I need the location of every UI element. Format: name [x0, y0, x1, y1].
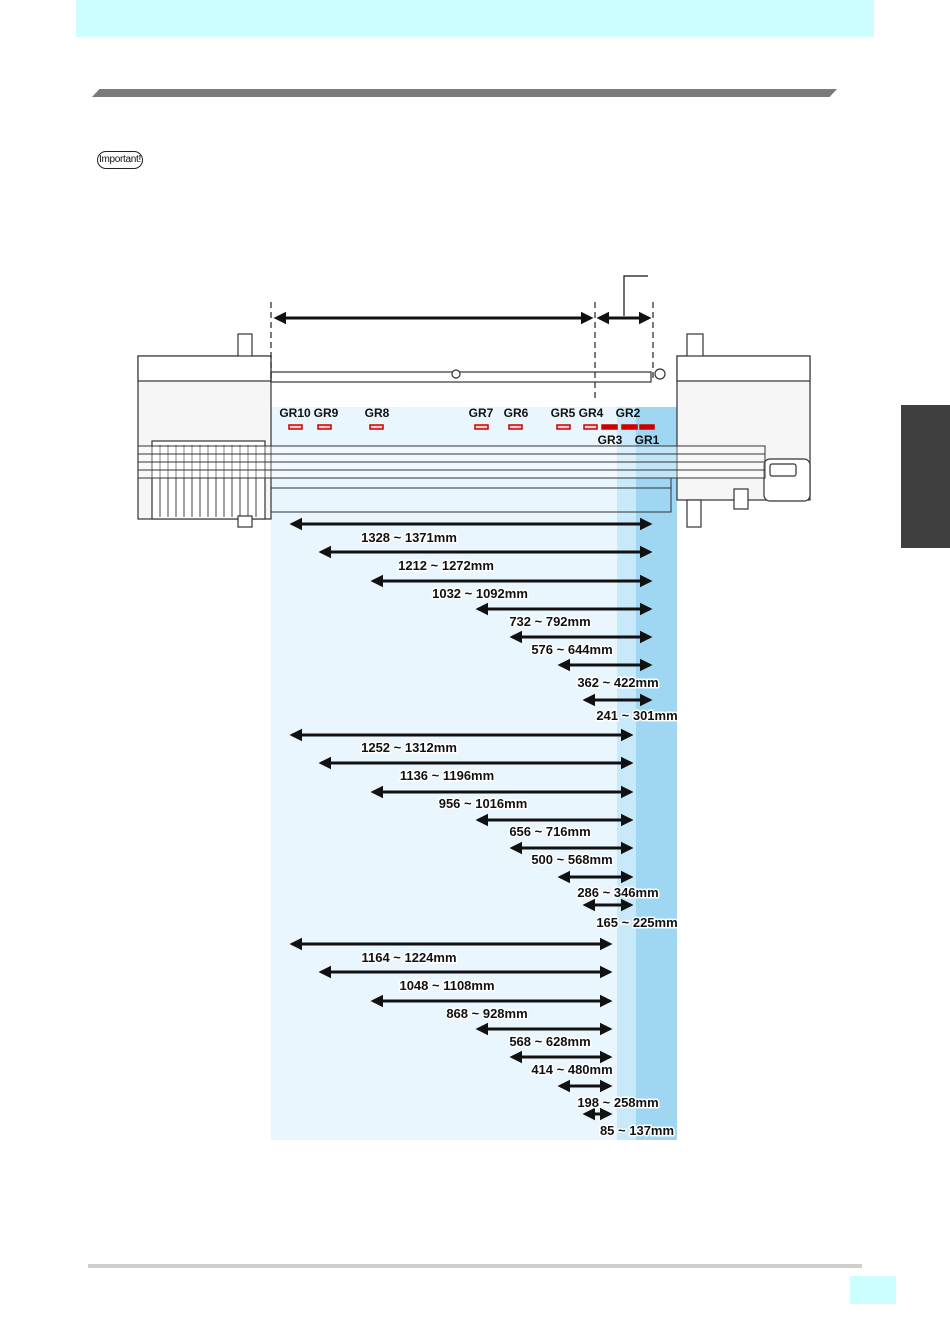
dimension-labels-gr1: 1328 ~ 1371mm 1212 ~ 1272mm 1032 ~ 1092m… — [360, 529, 680, 725]
gripper-label-gr2: GR2 — [616, 406, 641, 420]
platen-rails — [137, 445, 766, 513]
dimension-group-gr2 — [289, 728, 634, 912]
reference-lines — [270, 302, 654, 400]
gripper-mark-gr10 — [288, 424, 303, 430]
dimension-label-2-5: 500 ~ 568mm — [531, 852, 612, 867]
left-cover-top — [137, 355, 272, 382]
left-foot — [237, 515, 253, 528]
important-badge: Important! — [97, 151, 143, 169]
gripper-mark-gr6 — [508, 424, 523, 430]
footer-divider — [88, 1264, 862, 1268]
dimension-label-2-2: 1136 ~ 1196mm — [400, 768, 494, 783]
left-cap — [237, 333, 253, 358]
section-heading-bar — [92, 89, 837, 97]
gripper-mark-gr2 — [621, 424, 638, 430]
dimension-label-3-7: 85 ~ 137mm — [600, 1123, 674, 1138]
dimension-label-3-3: 868 ~ 928mm — [446, 1006, 527, 1021]
dimension-label-2-6: 286 ~ 346mm — [577, 885, 658, 900]
right-foot — [686, 499, 702, 528]
dimension-label-1-2: 1212 ~ 1272mm — [398, 558, 494, 573]
dimension-label-1-4: 732 ~ 792mm — [509, 614, 590, 629]
gripper-label-gr8: GR8 — [365, 406, 390, 420]
dimension-label-3-5: 414 ~ 480mm — [531, 1062, 612, 1077]
dimension-labels-gr3: 1164 ~ 1224mm 1048 ~ 1108mm 868 ~ 928mm … — [360, 949, 676, 1140]
dimension-group-gr3 — [289, 937, 613, 1121]
page-number-box — [850, 1276, 896, 1304]
dimension-label-1-5: 576 ~ 644mm — [531, 642, 612, 657]
cover-knob — [451, 369, 461, 379]
gripper-mark-gr4 — [583, 424, 598, 430]
gripper-label-gr4: GR4 — [579, 406, 604, 420]
dimension-label-2-1: 1252 ~ 1312mm — [361, 740, 457, 755]
leader-line — [623, 275, 648, 316]
gripper-label-gr9: GR9 — [314, 406, 339, 420]
dimension-label-1-7: 241 ~ 301mm — [596, 708, 677, 723]
dimension-label-3-6: 198 ~ 258mm — [577, 1095, 658, 1110]
dimension-labels-gr2: 1252 ~ 1312mm 1136 ~ 1196mm 956 ~ 1016mm… — [360, 739, 680, 932]
gripper-label-gr5: GR5 — [551, 406, 576, 420]
dimension-label-1-3: 1032 ~ 1092mm — [432, 586, 528, 601]
right-knob — [654, 368, 666, 380]
chapter-side-tab — [901, 405, 950, 548]
gripper-mark-gr9 — [317, 424, 332, 430]
header-band — [76, 0, 874, 37]
lower-rail — [270, 477, 672, 513]
gripper-mark-gr7 — [474, 424, 489, 430]
dimension-label-3-2: 1048 ~ 1108mm — [399, 978, 494, 993]
gripper-label-gr1: GR1 — [635, 433, 660, 447]
right-cap — [686, 333, 704, 358]
dimension-label-1-6: 362 ~ 422mm — [577, 675, 658, 690]
media-area-dark — [636, 407, 677, 1140]
gripper-mark-gr5 — [556, 424, 571, 430]
dimension-label-1-1: 1328 ~ 1371mm — [361, 530, 457, 545]
gripper-mark-gr3 — [601, 424, 618, 430]
dimension-label-3-4: 568 ~ 628mm — [509, 1034, 590, 1049]
front-cover — [270, 371, 652, 383]
dimension-label-2-7: 165 ~ 225mm — [596, 915, 677, 930]
right-bracket — [733, 488, 749, 510]
gripper-marks — [288, 424, 655, 430]
dimension-label-2-4: 656 ~ 716mm — [509, 824, 590, 839]
gripper-label-gr3: GR3 — [598, 433, 623, 447]
gripper-mark-gr1 — [639, 424, 655, 430]
gripper-mark-gr8 — [369, 424, 384, 430]
left-roll-ribs — [159, 445, 257, 517]
gripper-labels: GR10 GR9 GR8 GR7 GR6 GR5 GR4 GR2 GR3 GR1 — [279, 406, 659, 447]
gripper-label-gr6: GR6 — [504, 406, 529, 420]
gripper-label-gr10: GR10 — [279, 406, 311, 420]
dimension-label-2-3: 956 ~ 1016mm — [439, 796, 528, 811]
right-cover-top — [676, 355, 811, 382]
dimension-label-3-1: 1164 ~ 1224mm — [361, 950, 456, 965]
gripper-label-gr7: GR7 — [469, 406, 494, 420]
dimension-group-gr1 — [289, 517, 653, 707]
right-handle-inner — [769, 463, 797, 477]
